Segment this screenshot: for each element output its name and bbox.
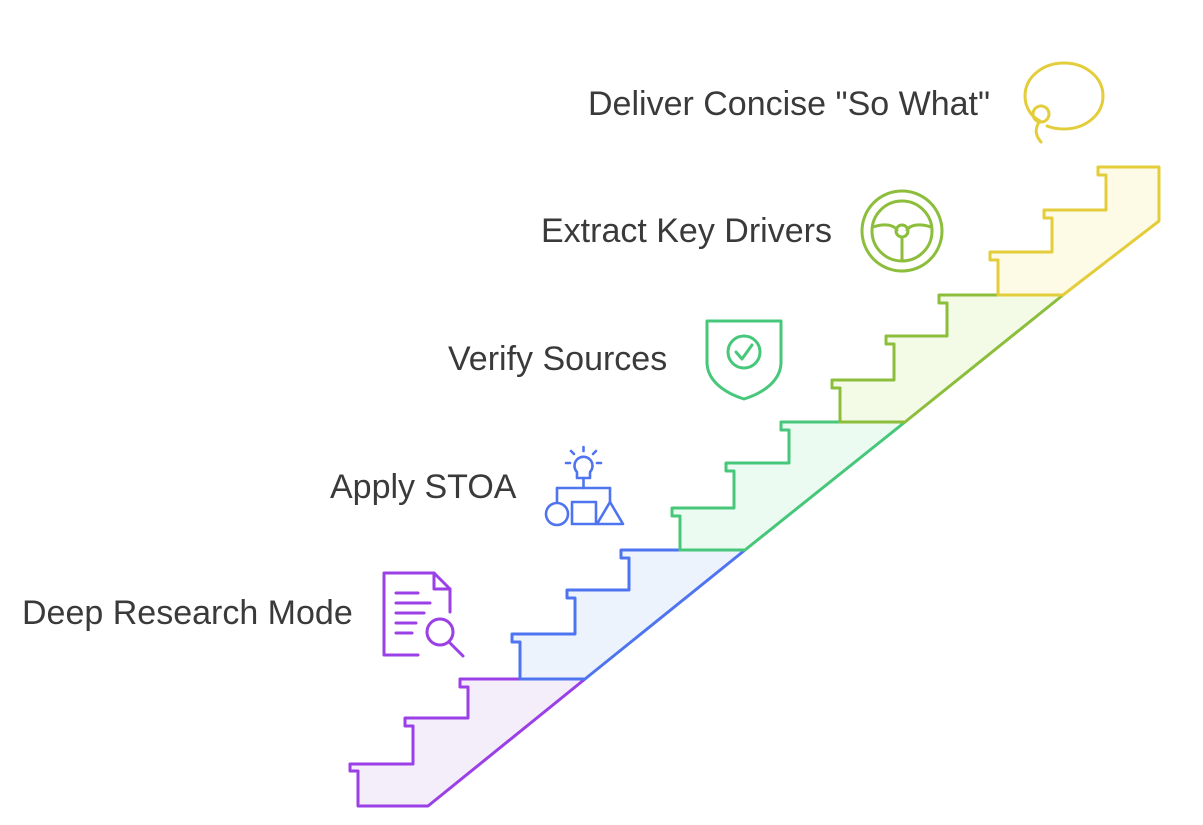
step-label-key-drivers: Extract Key Drivers bbox=[541, 212, 832, 250]
step-label-deep-research: Deep Research Mode bbox=[22, 594, 353, 632]
stair-segment-so-what bbox=[988, 165, 1161, 297]
stair-outline bbox=[510, 548, 747, 681]
speech-bubble-icon bbox=[1023, 61, 1105, 144]
step-label-apply-stoa: Apply STOA bbox=[330, 468, 517, 506]
document-search-icon bbox=[382, 571, 465, 658]
stair-outline bbox=[988, 165, 1161, 297]
step-label-so-what: Deliver Concise "So What" bbox=[588, 85, 990, 123]
stair-outline bbox=[830, 293, 1065, 424]
shield-check-icon bbox=[705, 319, 783, 401]
step-label-verify-sources: Verify Sources bbox=[448, 340, 667, 378]
stair-fill bbox=[832, 295, 1063, 422]
stair-fill bbox=[990, 167, 1159, 295]
stair-segment-deep-research bbox=[348, 677, 587, 808]
stair-outline bbox=[670, 420, 907, 552]
stair-segment-verify-sources bbox=[670, 420, 907, 552]
stair-fill bbox=[672, 422, 905, 550]
stair-fill bbox=[512, 550, 745, 679]
stair-segment-apply-stoa bbox=[510, 548, 747, 681]
stair-fill bbox=[350, 679, 585, 806]
steering-wheel-icon bbox=[860, 189, 944, 273]
stair-segment-key-drivers bbox=[830, 293, 1065, 424]
idea-shapes-icon bbox=[544, 445, 625, 527]
stair-outline bbox=[348, 677, 587, 808]
